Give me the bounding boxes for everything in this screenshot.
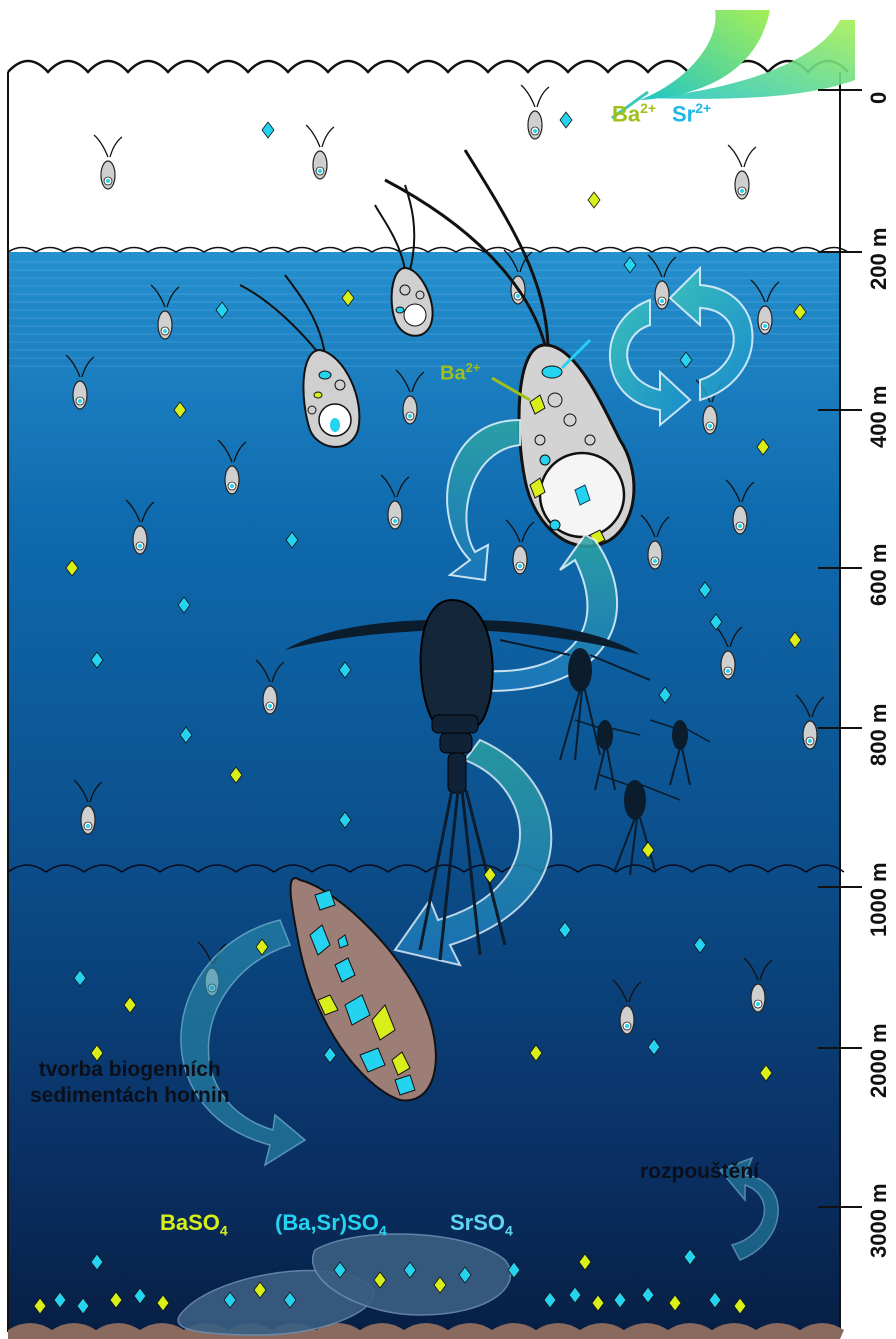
depth-label-0: 0 <box>866 92 892 104</box>
biogenic-line-2: sedimentách hornin <box>30 1083 230 1109</box>
biogenic-line-1: tvorba biogenních <box>30 1057 230 1083</box>
ion-ba-cell-charge: 2+ <box>466 360 481 375</box>
mineral-baso4: BaSO4 <box>160 1210 228 1238</box>
ion-ba-cell: Ba2+ <box>440 360 480 386</box>
surface-layer <box>8 72 840 252</box>
ion-sr-base: Sr <box>672 101 695 126</box>
dissolution-caption: rozpouštění <box>640 1160 759 1184</box>
ion-ba-surface: Ba2+ <box>612 100 656 127</box>
mineral-srso4: SrSO4 <box>450 1210 513 1238</box>
ion-ba-charge: 2+ <box>640 100 656 116</box>
mineral-baso4-sub: 4 <box>220 1222 228 1238</box>
mineral-srso4-base: SrSO <box>450 1210 505 1235</box>
depth-label-2000: 2000 m <box>866 1023 892 1098</box>
depth-label-1000: 1000 m <box>866 862 892 937</box>
depth-label-200: 200 m <box>866 228 892 290</box>
ion-sr-charge: 2+ <box>695 100 711 116</box>
mineral-mixed: (Ba,Sr)SO4 <box>275 1210 387 1238</box>
depth-label-400: 400 m <box>866 386 892 448</box>
ion-sr-surface: Sr2+ <box>672 100 711 127</box>
mineral-baso4-base: BaSO <box>160 1210 220 1235</box>
depth-label-3000: 3000 m <box>866 1183 892 1258</box>
ion-ba-base: Ba <box>612 101 640 126</box>
mineral-mixed-sub: 4 <box>379 1222 387 1238</box>
ion-ba-cell-base: Ba <box>440 363 466 385</box>
mineral-mixed-base: (Ba,Sr)SO <box>275 1210 379 1235</box>
biogenic-caption: tvorba biogenních sedimentách hornin <box>30 1057 230 1109</box>
mineral-srso4-sub: 4 <box>505 1222 513 1238</box>
depth-label-600: 600 m <box>866 544 892 606</box>
depth-label-800: 800 m <box>866 704 892 766</box>
